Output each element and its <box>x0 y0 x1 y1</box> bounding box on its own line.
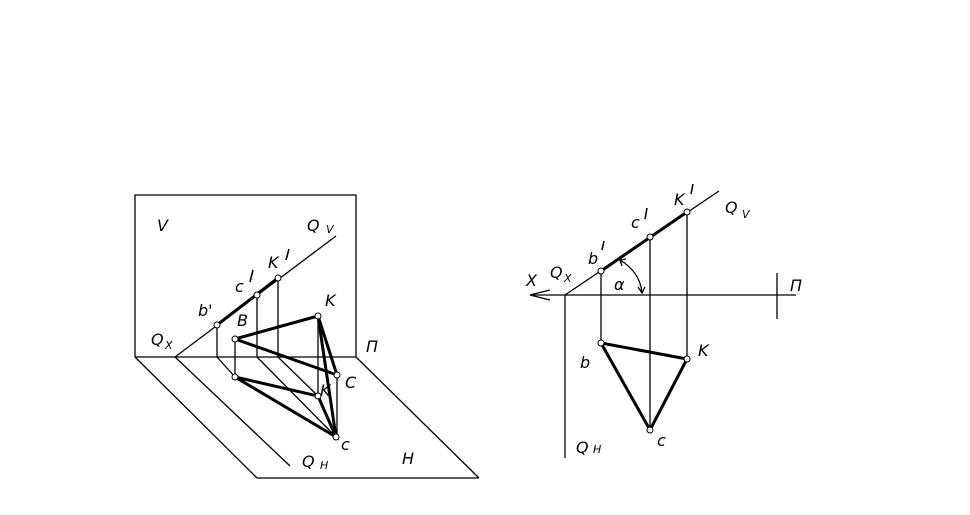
label-B: B <box>237 311 248 330</box>
label-k-prime-right-stroke <box>690 183 694 195</box>
edge-k-space-to-c <box>316 315 338 438</box>
right-orthographic-view: X Q X Q V Q H b c K α b K c П <box>525 183 802 458</box>
segment-b-k-prime <box>216 276 279 327</box>
point-k <box>314 392 322 400</box>
point-c-prime-right <box>646 233 654 241</box>
label-qh-sub: H <box>320 459 328 472</box>
label-plane-v: V <box>157 216 169 235</box>
point-C <box>333 371 341 379</box>
point-b <box>231 373 239 381</box>
projector-b <box>216 356 236 378</box>
label-alpha: α <box>614 275 625 294</box>
point-b-prime-right <box>597 267 605 275</box>
label-c-prime: c <box>235 277 244 296</box>
projector-c <box>256 356 337 438</box>
label-k-right: K <box>698 341 710 360</box>
label-k-prime-stroke <box>285 248 290 261</box>
label-qh-main: Q <box>302 452 315 471</box>
label-C: C <box>345 373 357 392</box>
point-c-prime <box>253 291 261 299</box>
label-c-prime-stroke <box>249 269 254 283</box>
label-c-prime-right-stroke <box>644 207 648 220</box>
label-c: c <box>341 435 350 454</box>
plane-h-edge-left <box>134 356 258 479</box>
label-pi-left: П <box>366 337 378 356</box>
label-b-prime-right-stroke <box>601 240 605 251</box>
label-qx-sub-right: X <box>563 272 572 285</box>
label-qv-main-right: Q <box>725 198 738 217</box>
segment-b-k-frontal <box>600 210 688 273</box>
triangle-space <box>234 314 340 378</box>
label-K: K <box>325 291 337 310</box>
left-axonometric-view: V H Q V Q X Q H b' c K B K C K c П <box>134 194 480 479</box>
label-x-axis: X <box>525 271 538 290</box>
label-qx-sub: X <box>164 339 173 352</box>
point-b-prime <box>213 321 221 329</box>
point-B <box>231 335 239 343</box>
angle-alpha-arc <box>619 259 643 294</box>
point-c <box>332 433 340 441</box>
label-qh-main-right: Q <box>576 438 589 457</box>
label-b-prime: b' <box>198 301 213 320</box>
point-c-right <box>646 426 654 434</box>
trace-qh-left <box>174 356 291 467</box>
angle-alpha-arrow-top <box>619 258 627 267</box>
label-c-right: c <box>657 431 666 450</box>
label-c-prime-right: c <box>631 213 640 232</box>
point-k-prime-right <box>683 208 691 216</box>
point-K <box>314 312 322 320</box>
label-k-prime: K <box>268 253 280 272</box>
projector-k <box>277 356 319 397</box>
label-b-prime-right: b <box>588 249 598 268</box>
x-axis-arrow <box>529 289 551 301</box>
label-qv-main: Q <box>307 216 320 235</box>
label-k-prime-right: K <box>674 190 686 209</box>
label-k: K <box>320 381 332 400</box>
point-k-right <box>683 355 691 363</box>
point-k-prime <box>274 274 282 282</box>
angle-alpha-arrow-bottom <box>637 286 646 295</box>
label-qv-sub: V <box>326 223 335 236</box>
triangle-horizontal-projection <box>234 375 340 441</box>
point-b-right <box>597 339 605 347</box>
label-b-right: b <box>580 353 590 372</box>
label-pi-right: П <box>790 276 802 295</box>
plane-v-frame <box>134 194 357 357</box>
label-qx-main: Q <box>151 330 164 349</box>
plane-h-edge-right <box>355 356 480 479</box>
label-qh-sub-right: H <box>593 443 601 456</box>
label-plane-h: H <box>402 449 414 468</box>
triangle-bkc <box>599 341 690 434</box>
label-qx-main-right: Q <box>550 263 563 282</box>
label-qv-sub-right: V <box>742 208 751 221</box>
